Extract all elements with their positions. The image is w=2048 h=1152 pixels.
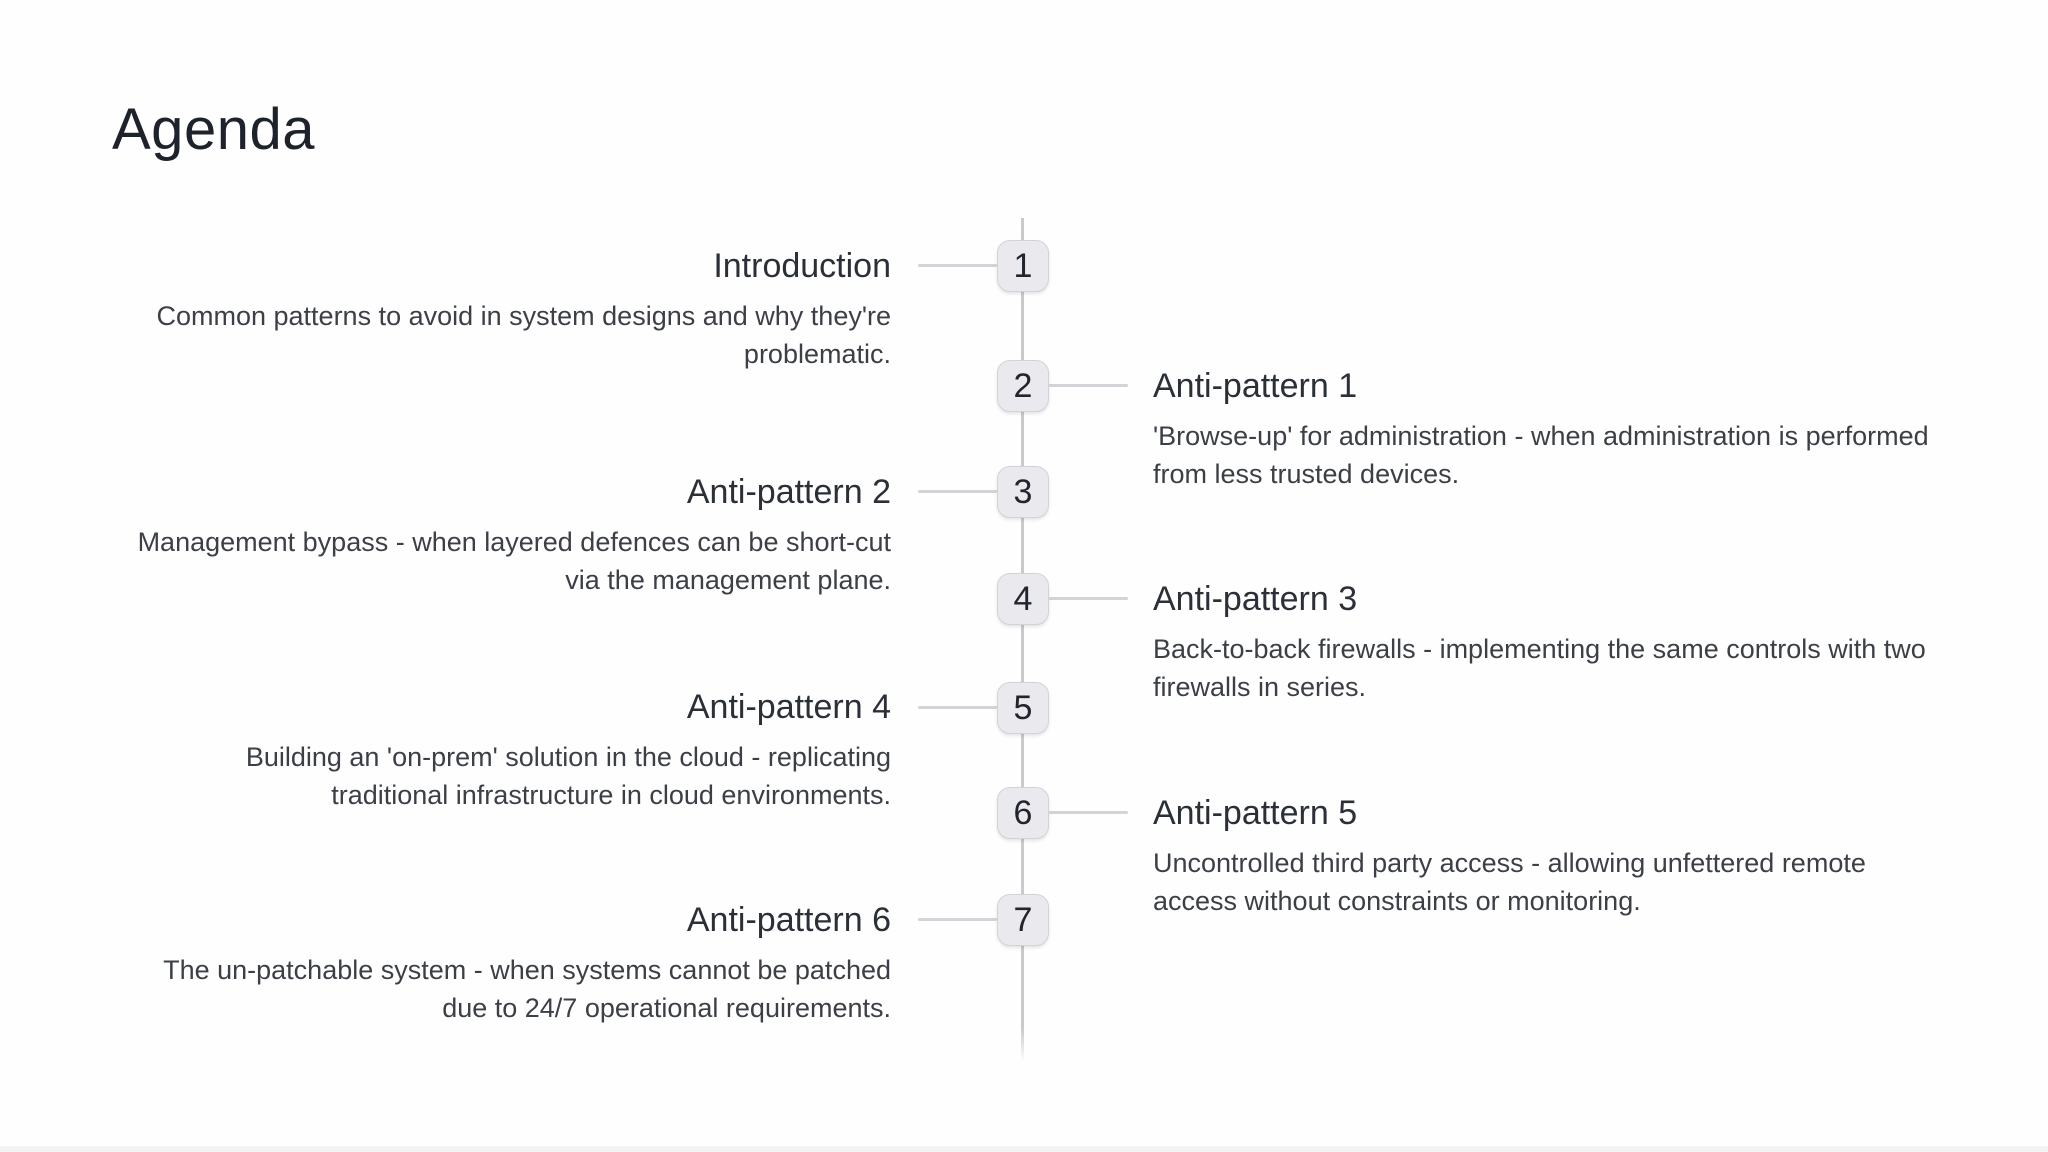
footer-strip (0, 1146, 2048, 1152)
timeline-connector-7 (918, 918, 997, 921)
timeline-item-description: The un-patchable system - when systems c… (163, 955, 891, 1023)
timeline-item-anti-pattern-5: Anti-pattern 5 Uncontrolled third party … (1153, 790, 1933, 920)
timeline-item-title: Anti-pattern 2 (686, 473, 891, 511)
timeline-item-description: Management bypass - when layered defence… (137, 527, 891, 595)
timeline-item-anti-pattern-2: Anti-pattern 2 Management bypass - when … (130, 469, 891, 599)
timeline-node-6-number: 6 (1013, 794, 1033, 832)
timeline-item-title: Anti-pattern 6 (686, 901, 891, 939)
timeline-item-title: Introduction (713, 247, 891, 285)
timeline-node-4-number: 4 (1013, 580, 1033, 618)
timeline-node-7: 7 (997, 894, 1049, 946)
timeline-item-description: 'Browse-up' for administration - when ad… (1153, 421, 1929, 489)
timeline-connector-2 (1049, 384, 1128, 387)
timeline-item-description: Uncontrolled third party access - allowi… (1153, 848, 1866, 916)
timeline-item-description: Back-to-back firewalls - implementing th… (1153, 634, 1926, 702)
timeline-node-1-number: 1 (1013, 247, 1033, 285)
timeline-item-anti-pattern-1: Anti-pattern 1 'Browse-up' for administr… (1153, 363, 1933, 493)
timeline-connector-3 (918, 490, 997, 493)
timeline-node-5-number: 5 (1013, 689, 1033, 727)
timeline-node-1: 1 (997, 240, 1049, 292)
timeline-item-anti-pattern-4: Anti-pattern 4 Building an 'on-prem' sol… (130, 684, 891, 814)
timeline-item-title: Anti-pattern 3 (1153, 580, 1358, 618)
timeline-item-anti-pattern-6: Anti-pattern 6 The un-patchable system -… (130, 897, 891, 1027)
timeline-node-2: 2 (997, 360, 1049, 412)
timeline-node-3-number: 3 (1013, 473, 1033, 511)
timeline-node-2-number: 2 (1013, 367, 1033, 405)
timeline-node-6: 6 (997, 787, 1049, 839)
timeline-node-7-number: 7 (1013, 901, 1033, 939)
timeline-item-title: Anti-pattern 1 (1153, 367, 1358, 405)
page-title: Agenda (112, 97, 315, 162)
timeline-connector-4 (1049, 597, 1128, 600)
timeline-item-description: Common patterns to avoid in system desig… (156, 301, 891, 369)
timeline-connector-6 (1049, 811, 1128, 814)
timeline-item-anti-pattern-3: Anti-pattern 3 Back-to-back firewalls - … (1153, 576, 1933, 706)
timeline-node-5: 5 (997, 682, 1049, 734)
timeline-item-description: Building an 'on-prem' solution in the cl… (245, 742, 891, 810)
timeline-node-4: 4 (997, 573, 1049, 625)
timeline-connector-5 (918, 706, 997, 709)
timeline-item-title: Anti-pattern 5 (1153, 794, 1358, 832)
timeline-item-title: Anti-pattern 4 (686, 688, 891, 726)
timeline-item-introduction: Introduction Common patterns to avoid in… (130, 243, 891, 373)
timeline-connector-1 (918, 264, 997, 267)
timeline-node-3: 3 (997, 466, 1049, 518)
timeline-axis-line (1021, 218, 1024, 1062)
